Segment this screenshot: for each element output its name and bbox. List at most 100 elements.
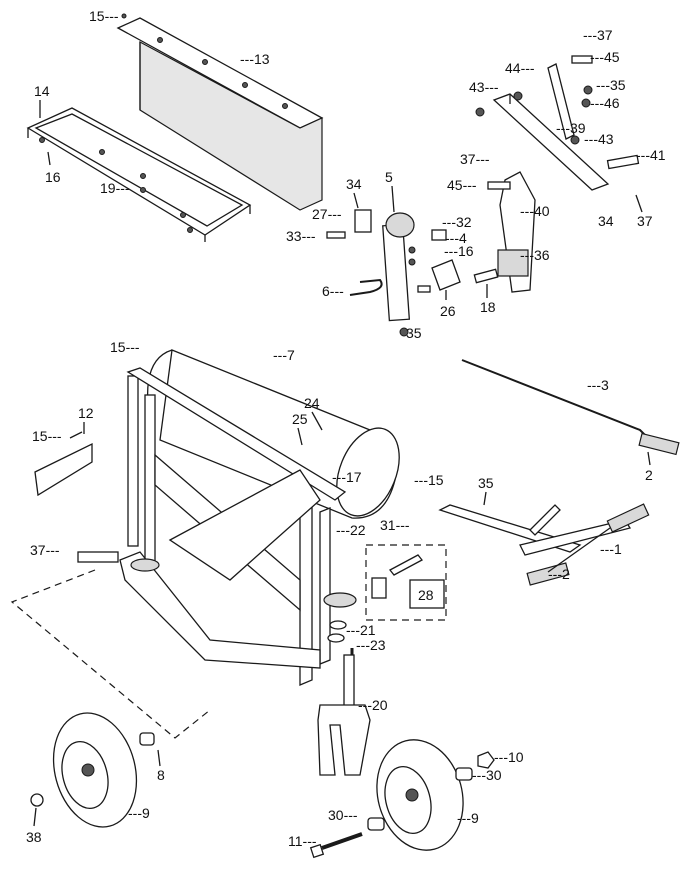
actuator (326, 209, 461, 337)
svg-text:15---: 15--- (89, 8, 119, 24)
label-36: 36 (534, 247, 550, 263)
svg-text:---46: ---46 (590, 95, 620, 111)
dashed-outline (10, 569, 211, 739)
label-12: 12 (78, 405, 94, 421)
handle (438, 503, 650, 586)
label-11: 11 (288, 833, 303, 849)
label-35b: 35 (406, 325, 422, 341)
label-1: 1 (614, 541, 622, 557)
label-6: 6 (322, 283, 330, 299)
main-frame (77, 367, 357, 686)
spacer-30b (367, 817, 385, 831)
svg-text:---35: ---35 (596, 77, 626, 93)
label-16: 16 (45, 169, 61, 185)
spacer-8 (139, 732, 155, 746)
svg-text:6---: 6--- (322, 283, 344, 299)
svg-text:---16: ---16 (444, 243, 474, 259)
svg-text:---32: ---32 (442, 214, 472, 230)
label-32: 32 (456, 214, 472, 230)
label-15c: 15 (32, 428, 48, 444)
svg-text:---7: ---7 (273, 347, 295, 363)
label-18: 18 (480, 299, 496, 315)
label-37d: 37 (30, 542, 46, 558)
svg-text:---39: ---39 (556, 120, 586, 136)
detail-box (365, 544, 447, 621)
svg-text:---37: ---37 (583, 27, 613, 43)
svg-text:45---: 45--- (447, 177, 477, 193)
svg-text:---20: ---20 (358, 697, 388, 713)
label-37b: 37 (460, 151, 476, 167)
label-15: 15 (89, 8, 105, 24)
svg-text:---40: ---40 (520, 203, 550, 219)
svg-text:15---: 15--- (32, 428, 62, 444)
svg-text:30---: 30--- (328, 807, 358, 823)
svg-text:---15: ---15 (414, 472, 444, 488)
label-9b: 9 (471, 810, 479, 826)
svg-text:---2: ---2 (548, 566, 570, 582)
label-2a: 2 (645, 467, 653, 483)
svg-text:33---: 33--- (286, 228, 316, 244)
label-7: 7 (287, 347, 295, 363)
label-3: 3 (601, 377, 609, 393)
label-5: 5 (385, 169, 393, 185)
label-44: 44 (505, 60, 521, 76)
label-35c: 35 (478, 475, 494, 491)
labels: 15--- ---13 14 16 19--- ---37 ---45 44--… (26, 8, 666, 849)
svg-text:---1: ---1 (600, 541, 622, 557)
label-46: 46 (604, 95, 620, 111)
label-39: 39 (570, 120, 586, 136)
label-24: 24 (304, 395, 320, 411)
svg-text:---41: ---41 (636, 147, 666, 163)
washer (329, 620, 347, 630)
svg-text:44---: 44--- (505, 60, 535, 76)
label-13: 13 (254, 51, 270, 67)
long-rod (461, 359, 680, 456)
label-37c: 37 (637, 213, 653, 229)
label-41: 41 (650, 147, 666, 163)
bolt-11 (309, 832, 363, 859)
label-45b: 45 (447, 177, 463, 193)
label-34b: 34 (346, 176, 362, 192)
svg-text:19---: 19--- (100, 180, 130, 196)
label-2b: 2 (562, 566, 570, 582)
label-30a: 30 (486, 767, 502, 783)
label-38: 38 (26, 829, 42, 845)
svg-text:---22: ---22 (336, 522, 366, 538)
nut-10 (477, 751, 495, 769)
washer-38 (30, 793, 44, 807)
label-9a: 9 (142, 805, 150, 821)
svg-text:31---: 31--- (380, 517, 410, 533)
wheel-left (52, 712, 138, 828)
label-20: 20 (372, 697, 388, 713)
caster-fork (317, 654, 371, 776)
svg-text:---21: ---21 (346, 622, 376, 638)
svg-text:27---: 27--- (312, 206, 342, 222)
u-bolt (349, 278, 383, 296)
label-26: 26 (440, 303, 456, 319)
label-4: 4 (459, 230, 467, 246)
svg-text:11---: 11--- (288, 833, 317, 849)
label-40: 40 (534, 203, 550, 219)
label-10: 10 (508, 749, 524, 765)
svg-text:---36: ---36 (520, 247, 550, 263)
svg-text:37---: 37--- (460, 151, 490, 167)
svg-text:---30: ---30 (472, 767, 502, 783)
label-43: 43 (469, 79, 485, 95)
cover-panel (116, 17, 324, 211)
label-23: 23 (370, 637, 386, 653)
label-15b: 15 (110, 339, 126, 355)
svg-text:---10: ---10 (494, 749, 524, 765)
label-25: 25 (292, 411, 308, 427)
top-frame (26, 107, 252, 242)
svg-text:---45: ---45 (590, 49, 620, 65)
label-35: 35 (610, 77, 626, 93)
main-drum (147, 349, 400, 519)
washer-2 (327, 633, 345, 643)
label-15d: 15 (428, 472, 444, 488)
svg-text:---43: ---43 (584, 131, 614, 147)
label-21: 21 (360, 622, 376, 638)
svg-text:---4: ---4 (445, 230, 467, 246)
svg-text:---3: ---3 (587, 377, 609, 393)
label-31: 31 (380, 517, 396, 533)
label-16b: 16 (458, 243, 474, 259)
